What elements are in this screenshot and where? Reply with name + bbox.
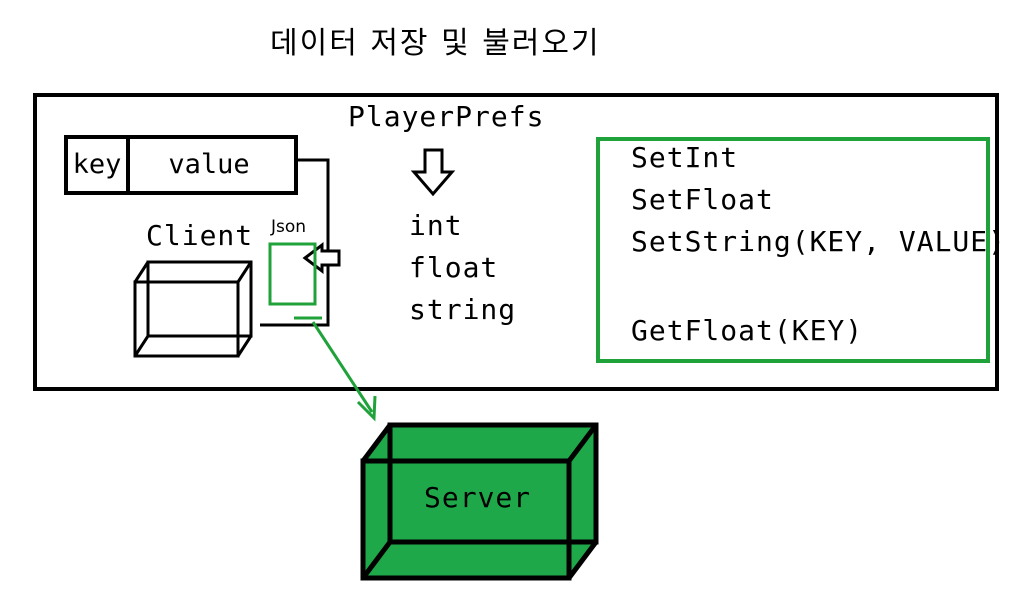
playerprefs-label: PlayerPrefs xyxy=(348,100,545,133)
hollow-left-arrow xyxy=(302,241,341,275)
key-cell: key xyxy=(68,139,130,191)
method-setint: SetInt xyxy=(631,141,739,174)
type-int: int xyxy=(409,209,463,242)
kv-connector-line xyxy=(260,158,330,327)
type-float: float xyxy=(409,251,499,284)
playerprefs-frame xyxy=(33,93,999,391)
key-value-box: key value xyxy=(64,135,298,195)
client-cube xyxy=(133,260,253,358)
json-to-server-arrowhead xyxy=(356,395,377,422)
method-setfloat: SetFloat xyxy=(631,183,774,216)
server-cube xyxy=(360,422,599,581)
json-document xyxy=(268,242,317,306)
diagram-title: 데이터 저장 및 불러오기 xyxy=(270,26,601,61)
methods-box xyxy=(596,137,990,363)
hollow-down-arrow xyxy=(410,148,456,197)
type-string: string xyxy=(409,293,517,326)
json-label: Json xyxy=(271,217,307,237)
server-label: Server xyxy=(424,481,532,514)
method-getfloat: GetFloat(KEY) xyxy=(631,314,864,347)
client-label: Client xyxy=(146,219,254,252)
json-to-server-arrow xyxy=(311,321,374,413)
value-cell: value xyxy=(168,149,250,180)
method-setstring: SetString(KEY, VALUE) xyxy=(631,225,1007,258)
